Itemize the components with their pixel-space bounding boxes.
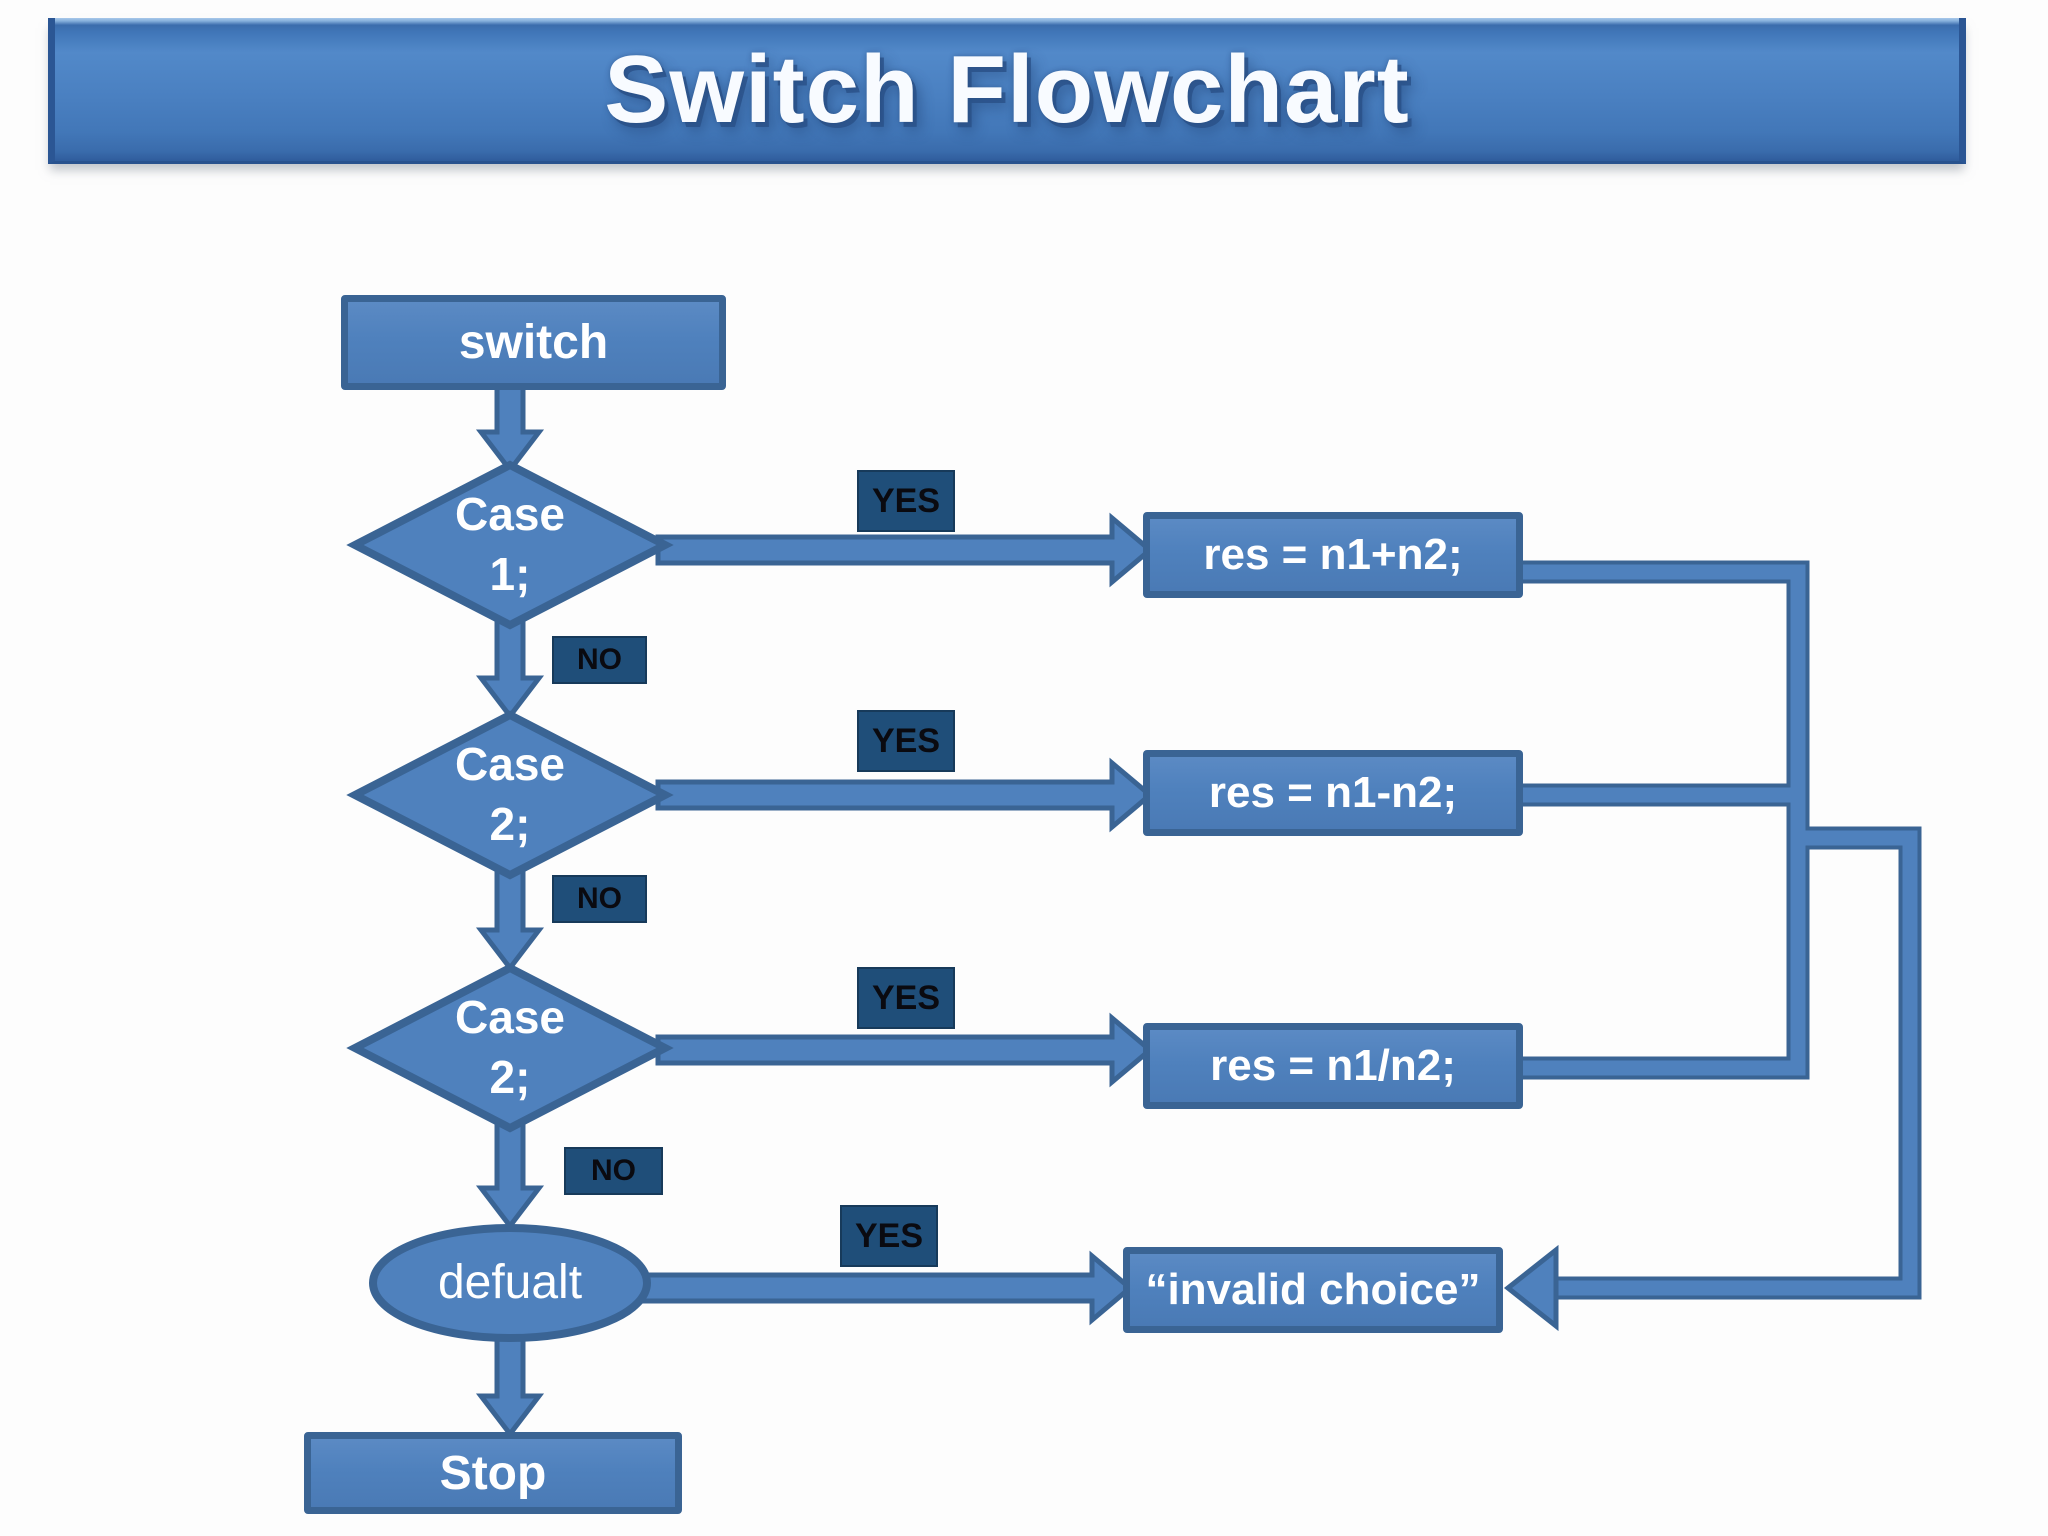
case3-line2: 2; bbox=[489, 1051, 531, 1103]
stop-node-label: Stop bbox=[439, 1446, 547, 1500]
arrow-case2-yes-icon bbox=[655, 757, 1154, 833]
no-tag-case2-text: NO bbox=[577, 882, 622, 915]
yes-tag-case2-text: YES bbox=[871, 721, 941, 760]
default-ellipse bbox=[369, 1224, 651, 1342]
no-tag-case3: NO bbox=[564, 1147, 663, 1195]
stop-node: Stop bbox=[304, 1432, 682, 1514]
result-node-subtract: res = n1-n2; bbox=[1143, 750, 1523, 836]
yes-tag-case3-text: YES bbox=[871, 978, 941, 1017]
case1-line1: Case bbox=[455, 488, 565, 541]
connector-res1-to-merge-outline bbox=[1518, 560, 1810, 1080]
arrow-case2-to-case3-icon bbox=[475, 865, 545, 973]
decision-diamond-case3 bbox=[346, 963, 674, 1133]
start-node-label: switch bbox=[458, 316, 609, 369]
start-node: switch bbox=[341, 295, 726, 390]
default-label-text: defualt bbox=[437, 1255, 583, 1309]
arrowhead-into-invalid-icon bbox=[1503, 1244, 1559, 1332]
arrow-default-yes-icon bbox=[637, 1250, 1134, 1326]
arrow-case3-to-default-icon bbox=[475, 1119, 545, 1231]
decision-diamond-case1 bbox=[346, 460, 674, 630]
case1-diamond-label: Case 1; bbox=[355, 465, 665, 625]
case2-line1: Case bbox=[455, 738, 565, 791]
case3-line1: Case bbox=[455, 991, 565, 1044]
case2-line2: 2; bbox=[489, 798, 531, 850]
result-add-label: res = n1+n2; bbox=[1203, 530, 1463, 579]
case2-diamond-label: Case 2; bbox=[355, 715, 665, 875]
no-tag-case1: NO bbox=[552, 636, 647, 684]
decision-diamond-case2 bbox=[346, 710, 674, 880]
invalid-choice-label: “invalid choice” bbox=[1145, 1265, 1481, 1314]
no-tag-case2: NO bbox=[552, 875, 647, 923]
arrow-switch-to-case1-icon bbox=[475, 379, 545, 475]
connector-res1-to-merge bbox=[1518, 564, 1806, 1076]
result-divide-label: res = n1/n2; bbox=[1210, 1041, 1456, 1090]
arrow-case1-to-case2-icon bbox=[475, 615, 545, 721]
no-tag-case1-text: NO bbox=[577, 643, 622, 676]
result-node-add: res = n1+n2; bbox=[1143, 512, 1523, 598]
yes-tag-case1: YES bbox=[857, 470, 955, 532]
yes-tag-default-text: YES bbox=[854, 1216, 924, 1255]
yes-tag-case3: YES bbox=[857, 967, 955, 1029]
page-title: Switch Flowchart bbox=[604, 35, 1410, 143]
arrow-default-to-stop-icon bbox=[475, 1331, 545, 1439]
yes-tag-case2: YES bbox=[857, 710, 955, 772]
yes-tag-default: YES bbox=[840, 1205, 938, 1267]
case1-line2: 1; bbox=[489, 548, 531, 600]
no-tag-case3-text: NO bbox=[591, 1154, 636, 1187]
invalid-choice-node: “invalid choice” bbox=[1123, 1247, 1503, 1333]
default-ellipse-label: defualt bbox=[373, 1228, 647, 1338]
arrow-case3-yes-icon bbox=[655, 1012, 1154, 1088]
result-subtract-label: res = n1-n2; bbox=[1208, 768, 1458, 817]
case3-diamond-label: Case 2; bbox=[355, 968, 665, 1128]
title-banner: Switch Flowchart bbox=[48, 18, 1966, 164]
yes-tag-case1-text: YES bbox=[871, 481, 941, 520]
connector-merge-to-invalid bbox=[1554, 830, 1918, 1296]
result-node-divide: res = n1/n2; bbox=[1143, 1023, 1523, 1109]
arrow-case1-yes-icon bbox=[655, 512, 1154, 588]
